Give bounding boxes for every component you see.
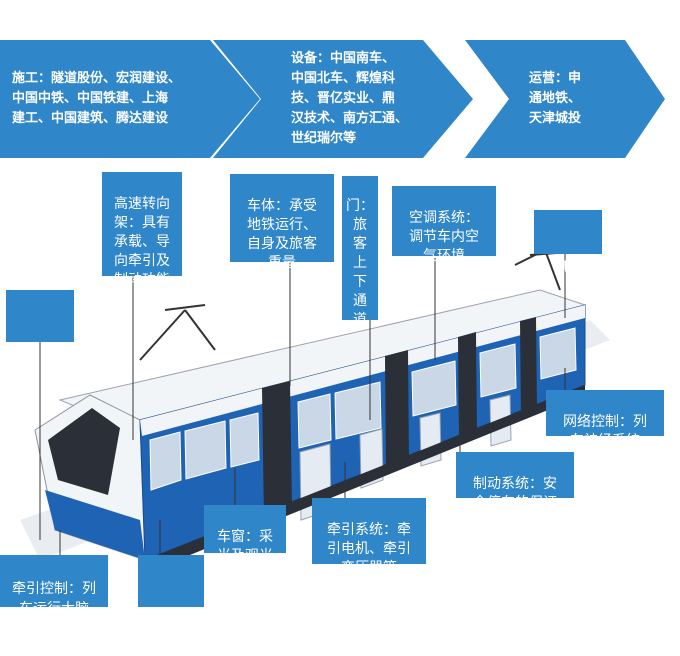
joint-2 — [385, 350, 409, 470]
label-windshield-text: 风挡 — [554, 260, 582, 276]
pantograph-front — [139, 304, 216, 361]
label-bogie-text: 高速转向 架：具有 承载、导 向牵引及 制动功能 — [114, 196, 170, 288]
label-ac: 空调系统： 调节车内空 气环境 — [392, 186, 496, 264]
label-coupler: 车钩 — [6, 290, 74, 368]
label-traction-control: 牵引控制：列 车运行大脑 — [0, 555, 108, 617]
joint-1 — [262, 381, 292, 520]
leader-lines — [39, 254, 566, 555]
label-bogie: 高速转向 架：具有 承载、导 向牵引及 制动功能 — [102, 172, 182, 288]
operation-stage: 运营：申 通地铁、 天津城投 — [465, 40, 665, 158]
label-seat: 座椅 — [138, 555, 204, 633]
label-traction-system: 牵引系统：牵 引电机、牵引 变压器等 — [312, 498, 426, 576]
joint-4 — [520, 317, 537, 416]
label-windshield: 风挡 — [534, 210, 602, 276]
construction-text: 施工：隧道股份、宏润建设、 中国中铁、中国铁建、上海 建工、中国建筑、腾达建设 — [12, 71, 182, 126]
joint-3 — [458, 332, 477, 441]
operation-text: 运营：申 通地铁、 天津城投 — [529, 71, 582, 126]
label-window-text: 车窗：采 光及观光 — [217, 529, 273, 564]
label-network: 网络控制：列 车神经系统 — [546, 390, 664, 449]
label-window: 车窗：采 光及观光 — [204, 505, 286, 564]
label-body: 车体：承受 地铁运行、 自身及旅客 重量 — [230, 174, 334, 271]
tram-body — [34, 289, 587, 572]
label-brake-text: 制动系统：安 全停车的保证 — [473, 476, 557, 511]
label-coupler-text: 车钩 — [26, 352, 54, 368]
label-traction-system-text: 牵引系统：牵 引电机、牵引 变压器等 — [327, 522, 411, 576]
construction-stage: 施工：隧道股份、宏润建设、 中国中铁、中国铁建、上海 建工、中国建筑、腾达建设 — [0, 40, 260, 158]
label-door: 门： 旅 客 上 下 通 道 — [342, 176, 378, 328]
label-brake: 制动系统：安 全停车的保证 — [456, 452, 574, 511]
label-body-text: 车体：承受 地铁运行、 自身及旅客 重量 — [247, 198, 317, 271]
equipment-text: 设备：中国南车、 中国北车、辉煌科 技、晋亿实业、鼎 汉技术、南方汇通、 世纪瑞… — [291, 51, 409, 146]
label-door-text: 门： 旅 客 上 下 通 道 — [346, 198, 374, 328]
front-band — [45, 490, 145, 560]
label-ac-text: 空调系统： 调节车内空 气环境 — [409, 210, 479, 264]
label-seat-text: 座椅 — [157, 617, 185, 633]
front-windshield — [48, 408, 120, 495]
label-network-text: 网络控制：列 车神经系统 — [563, 414, 647, 449]
label-traction-control-text: 牵引控制：列 车运行大脑 — [12, 581, 96, 617]
side-windows — [149, 327, 577, 491]
